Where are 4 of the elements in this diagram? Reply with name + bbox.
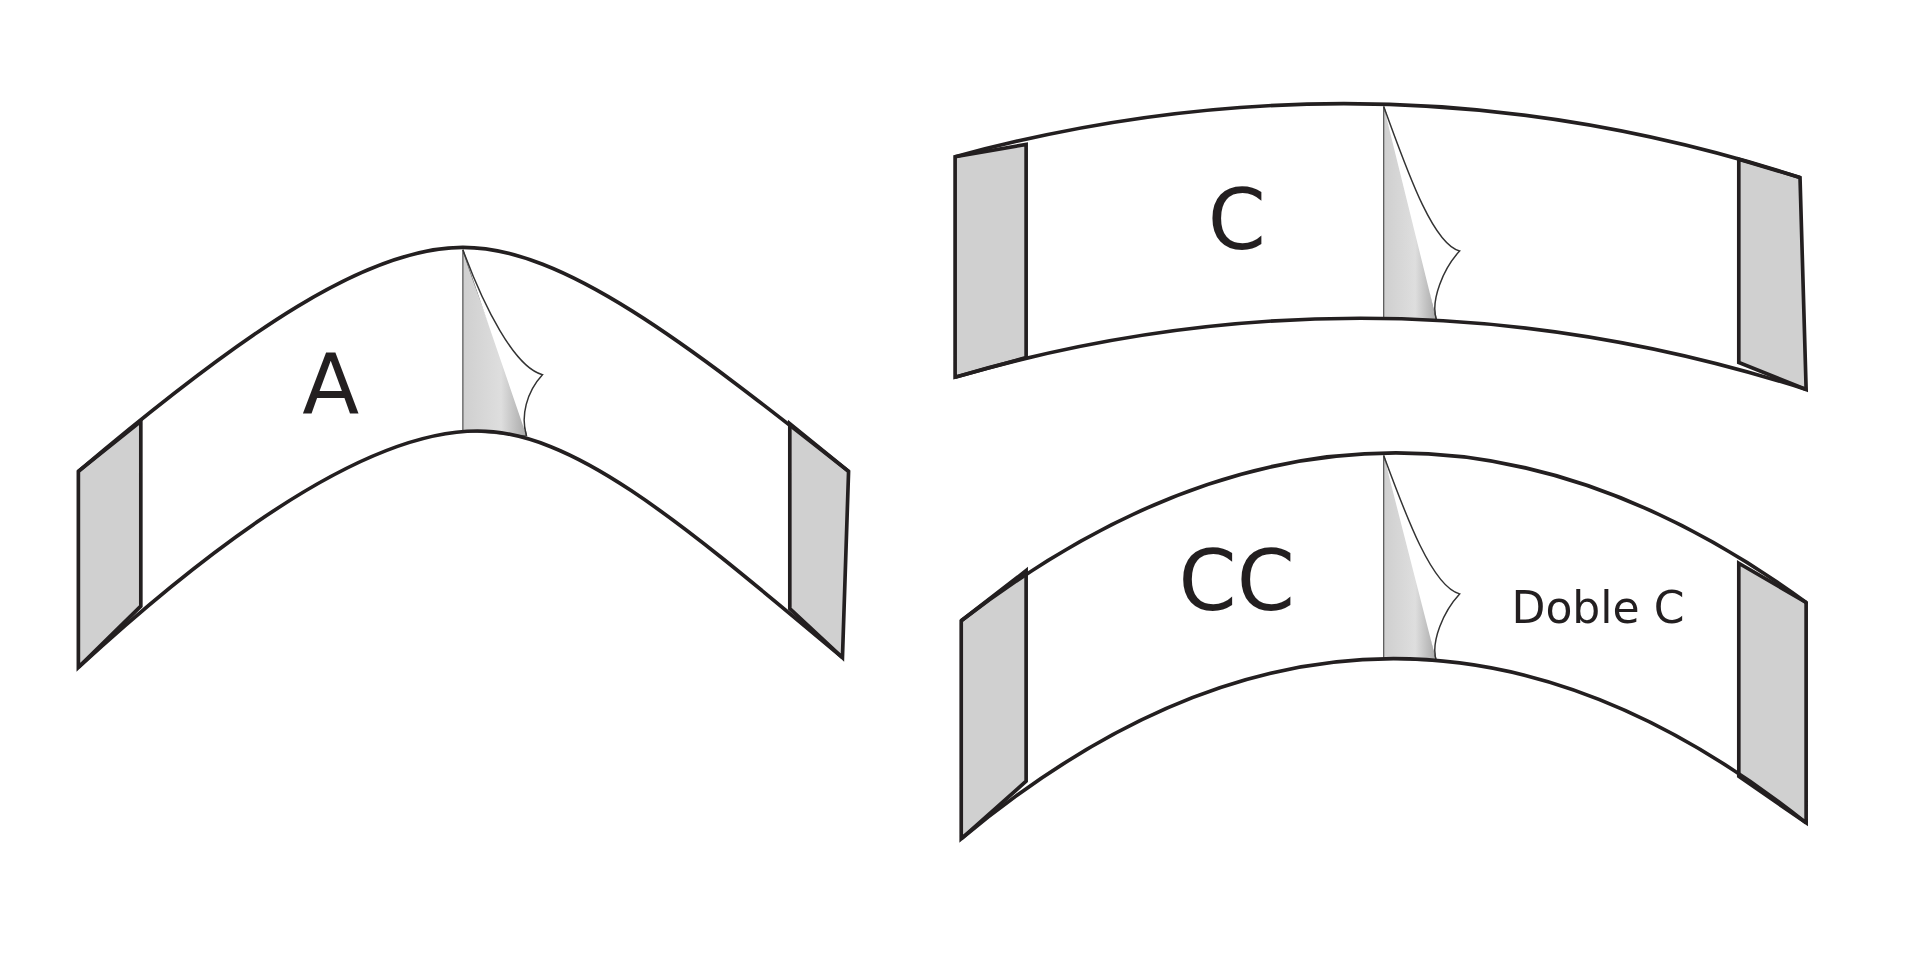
tape-type-label: C <box>1207 178 1266 263</box>
tape-name-label: Doble C <box>1511 586 1685 631</box>
tape-type-label: A <box>302 344 360 428</box>
tape-type-label: CC <box>1178 540 1295 624</box>
